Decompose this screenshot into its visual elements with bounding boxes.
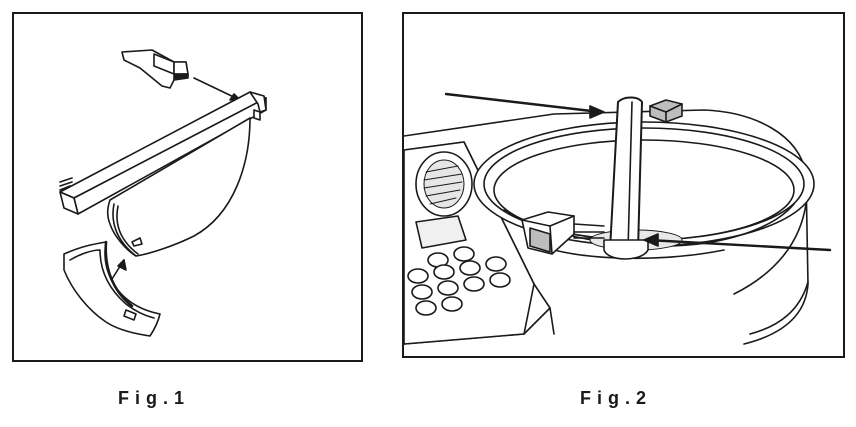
figure-2-frame <box>402 12 845 358</box>
figure-1-frame <box>12 12 363 362</box>
bowl-handle-installation-illustration <box>404 92 832 345</box>
blade-assembly-illustration <box>59 49 267 337</box>
figure-1-caption: Fig.1 <box>118 388 191 408</box>
figure-2-caption: Fig.2 <box>580 388 653 408</box>
